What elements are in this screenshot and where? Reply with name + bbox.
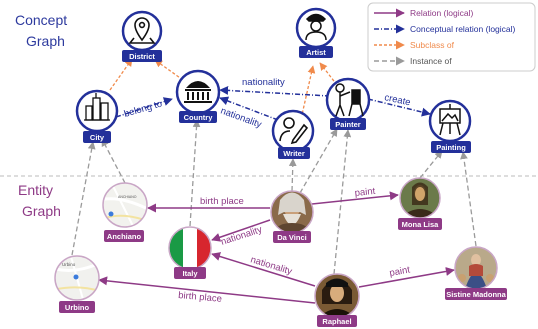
label-raphael: Raphael bbox=[322, 317, 351, 326]
legend: Relation (logical) Conceptual relation (… bbox=[367, 2, 536, 72]
urbino-map-image: Urbino bbox=[55, 256, 99, 300]
label-city: City bbox=[90, 133, 105, 142]
label-urbino: Urbino bbox=[65, 303, 90, 312]
concept-node-writer: Writer bbox=[271, 109, 315, 159]
label-italy: Italy bbox=[182, 269, 198, 278]
edge-label-birth-place-2: birth place bbox=[178, 290, 223, 305]
edge-label-nationality-r: nationality bbox=[249, 254, 293, 277]
label-sistine: Sistine Madonna bbox=[446, 290, 506, 299]
concept-node-district: District bbox=[121, 10, 163, 62]
conceptual-relation-edges bbox=[115, 85, 431, 121]
entity-graph-title-line2: Graph bbox=[22, 203, 61, 219]
label-monalisa: Mona Lisa bbox=[402, 220, 440, 229]
concept-node-painter: Painter bbox=[325, 77, 371, 130]
concept-node-artist: Artist bbox=[295, 7, 337, 58]
city-buildings-icon bbox=[84, 93, 110, 121]
entity-node-sistine: Sistine Madonna bbox=[445, 246, 507, 300]
edge-label-nationality-dv: nationality bbox=[220, 224, 264, 248]
concept-graph-title-line2: Graph bbox=[26, 33, 65, 49]
edge-label-paint-1: paint bbox=[354, 186, 376, 199]
entity-node-monalisa: Mona Lisa bbox=[398, 177, 442, 230]
edge-label-create: create bbox=[383, 92, 411, 108]
legend-relation: Relation (logical) bbox=[410, 8, 473, 18]
urbino-map-text: Urbino bbox=[62, 262, 76, 267]
entity-node-anchiano: ANCHIANO Anchiano bbox=[102, 182, 148, 242]
artist-icon bbox=[305, 13, 327, 41]
edge-label-nationality-writer: nationality bbox=[219, 105, 263, 130]
legend-subclass: Subclass of bbox=[410, 40, 455, 50]
label-country: Country bbox=[184, 113, 214, 122]
label-painting: Painting bbox=[436, 143, 466, 152]
sistine-madonna-image bbox=[455, 247, 497, 289]
concept-node-painting: Painting bbox=[428, 99, 472, 153]
label-anchiano: Anchiano bbox=[107, 232, 142, 241]
painter-icon bbox=[335, 83, 364, 117]
instance-edges bbox=[71, 119, 477, 275]
label-district: District bbox=[129, 52, 155, 61]
legend-conceptual-relation: Conceptual relation (logical) bbox=[410, 24, 516, 34]
relation-edges bbox=[98, 191, 455, 304]
entity-graph-title-line1: Entity bbox=[18, 182, 53, 198]
label-painter: Painter bbox=[335, 120, 361, 129]
label-davinci: Da Vinci bbox=[277, 233, 306, 242]
concept-graph-title-line1: Concept bbox=[15, 12, 67, 28]
monalisa-painting-image bbox=[400, 178, 440, 218]
anchiano-map-image: ANCHIANO bbox=[103, 183, 147, 227]
label-writer: Writer bbox=[283, 149, 305, 158]
easel-painting-icon bbox=[439, 104, 461, 136]
legend-instance: Instance of bbox=[410, 56, 452, 66]
edge-label-birth-place-1: birth place bbox=[200, 196, 244, 207]
entity-node-italy: Italy bbox=[168, 226, 212, 279]
anchiano-map-text: ANCHIANO bbox=[118, 195, 137, 199]
edge-label-nationality-top: nationality bbox=[242, 77, 285, 88]
entity-node-urbino: Urbino Urbino bbox=[54, 255, 100, 313]
label-artist: Artist bbox=[306, 48, 326, 57]
edge-label-paint-2: paint bbox=[389, 264, 412, 278]
davinci-portrait-image bbox=[271, 191, 313, 233]
map-pin-icon bbox=[128, 17, 156, 44]
edge-label-belong-to: belong to bbox=[123, 99, 164, 120]
concept-node-city: City bbox=[75, 89, 119, 143]
writer-icon bbox=[279, 117, 309, 145]
entity-node-raphael: Raphael bbox=[314, 273, 360, 327]
concept-node-country: Country bbox=[175, 69, 221, 123]
entity-node-davinci: Da Vinci bbox=[270, 190, 314, 243]
government-building-icon bbox=[184, 81, 212, 103]
